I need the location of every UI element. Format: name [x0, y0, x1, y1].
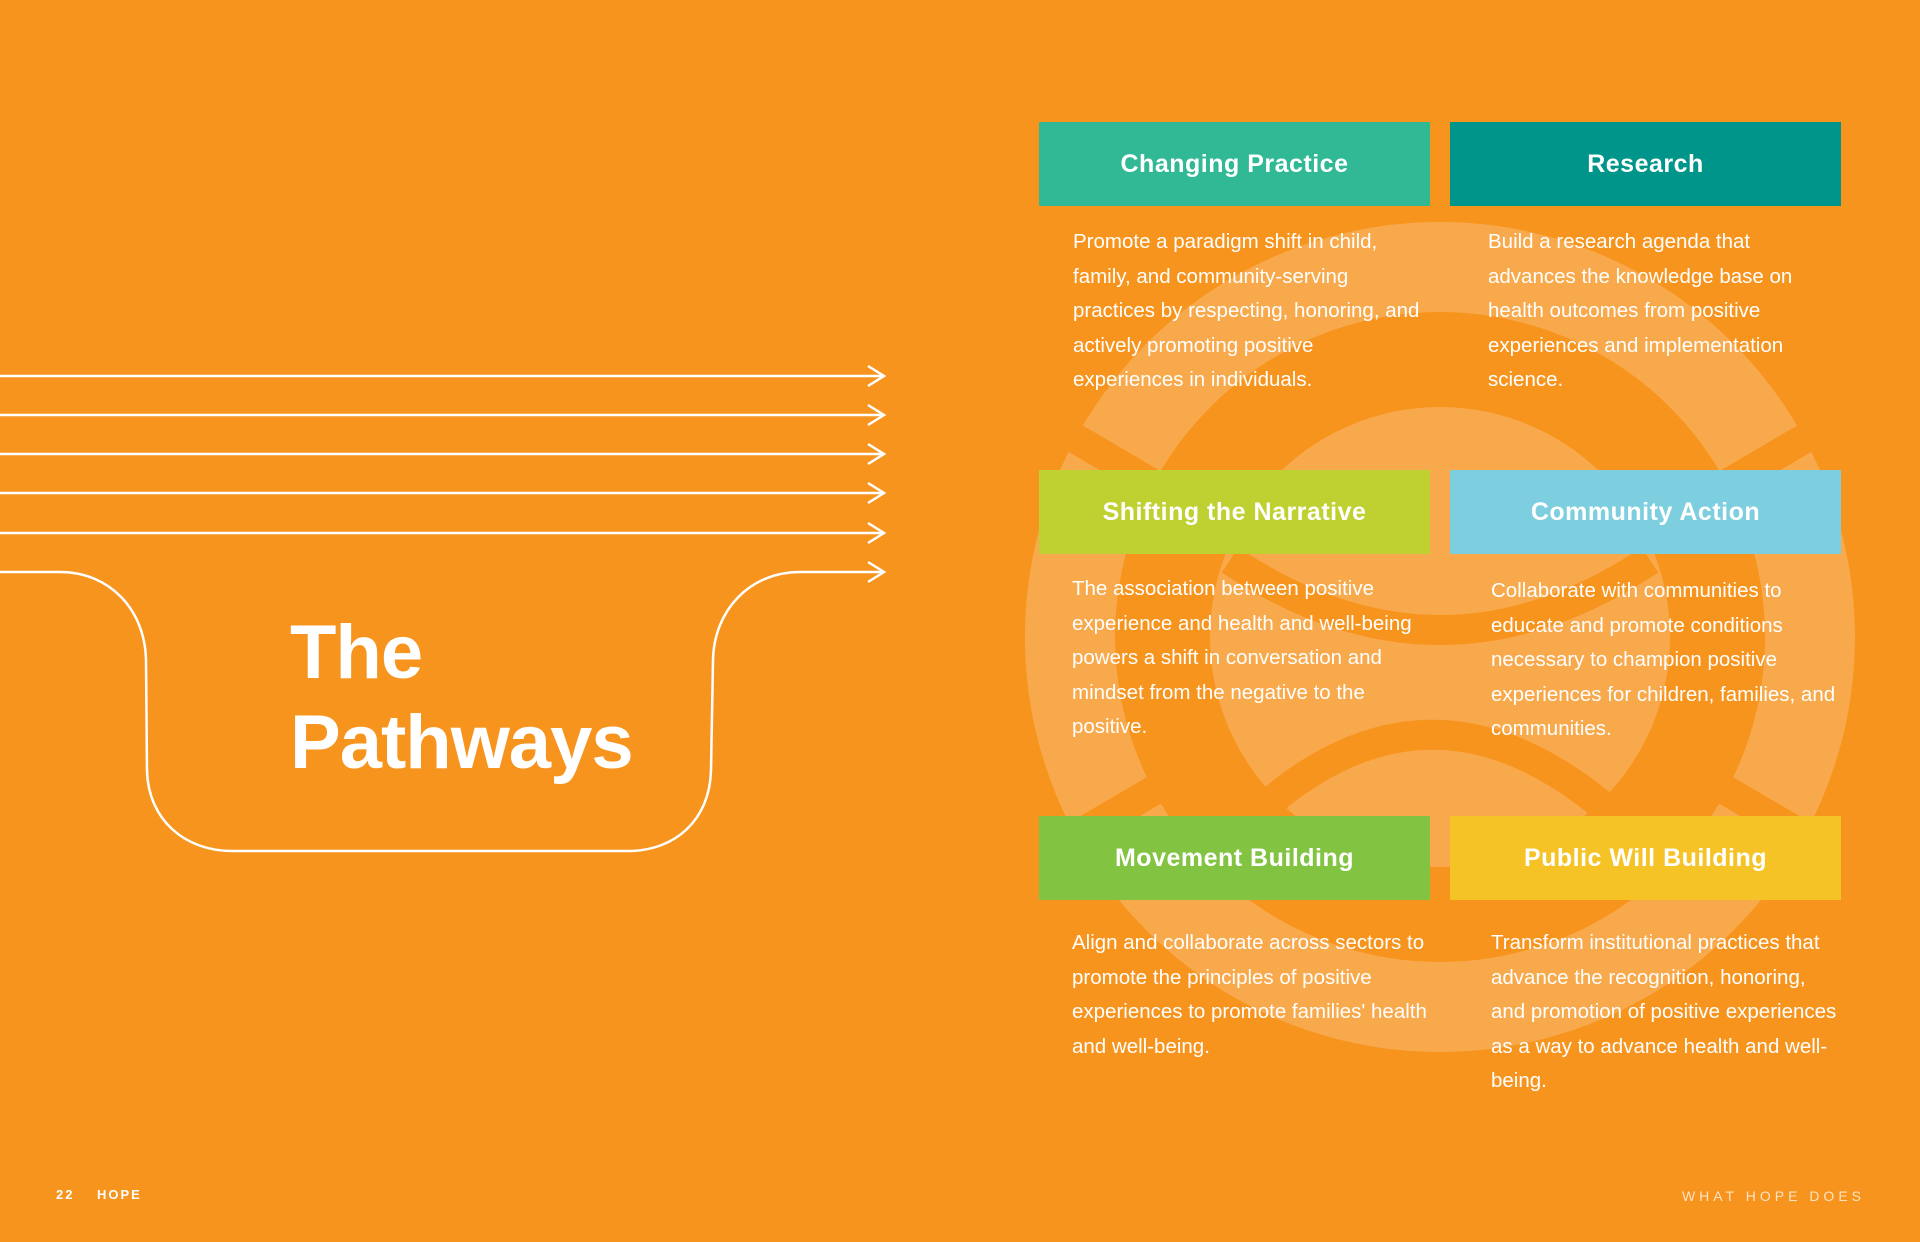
pathway-header-public-will-building: Public Will Building — [1450, 816, 1841, 900]
pathway-label: Movement Building — [1114, 843, 1355, 872]
page-number: 22 — [56, 1187, 75, 1202]
pathway-header-movement-building: Movement Building — [1039, 816, 1430, 900]
pathway-label: Changing Practice — [1120, 149, 1349, 178]
pathway-header-research: Research — [1450, 122, 1841, 206]
pathway-label: Public Will Building — [1523, 843, 1768, 872]
pathway-arrows — [0, 364, 887, 853]
pathway-description: Transform institutional practices that a… — [1491, 931, 1837, 1093]
title-line-1: The — [290, 610, 423, 695]
pathway-header-shifting-the-narrative: Shifting the Narrative — [1039, 470, 1430, 554]
pathway-description: Align and collaborate across sectors to … — [1072, 931, 1427, 1058]
pathway-label: Shifting the Narrative — [1102, 497, 1367, 526]
pathway-header-community-action: Community Action — [1450, 470, 1841, 554]
pathway-description: The association between positive experie… — [1072, 577, 1412, 739]
page-title: The Pathways — [290, 608, 634, 788]
pathway-label: Research — [1587, 149, 1704, 178]
section-name: WHAT HOPE DOES — [1681, 1188, 1865, 1204]
pathway-header-changing-practice: Changing Practice — [1039, 122, 1430, 206]
pathway-label: Community Action — [1530, 497, 1761, 526]
pathway-description: Collaborate with communities to educate … — [1491, 579, 1836, 741]
pathway-description: Build a research agenda that advances th… — [1488, 230, 1793, 392]
hope-logo: HOPE — [97, 1187, 142, 1202]
title-line-2: Pathways — [290, 700, 634, 785]
pathway-description: Promote a paradigm shift in child, famil… — [1073, 230, 1420, 392]
